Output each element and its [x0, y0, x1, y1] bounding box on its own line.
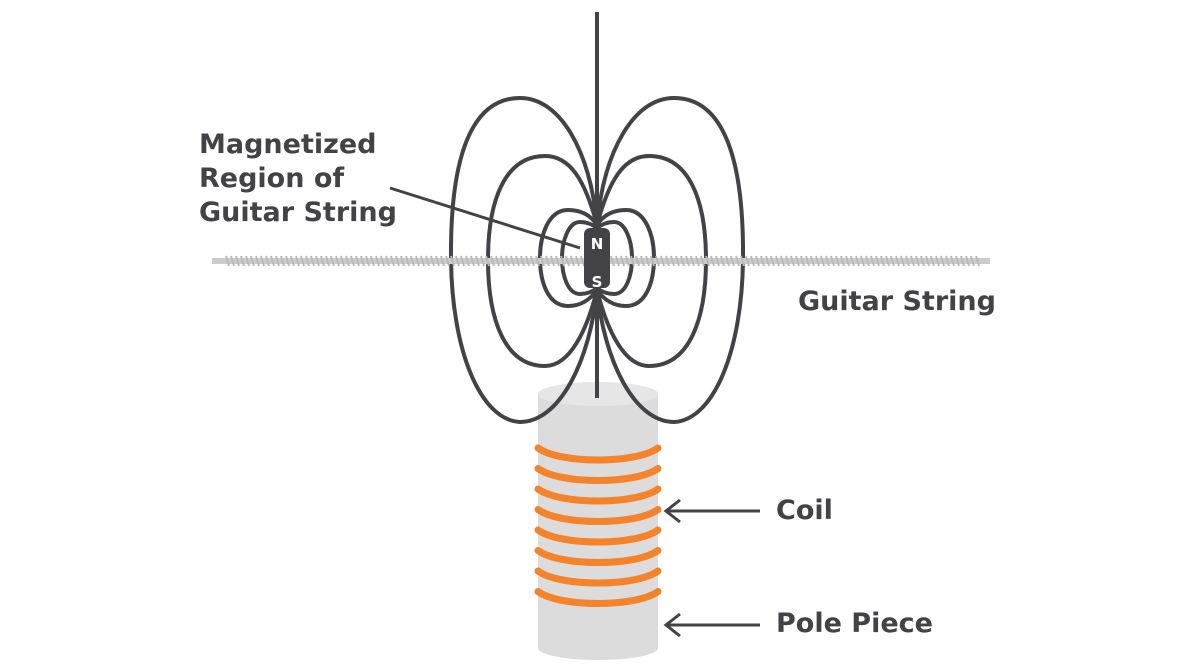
- guitar-string-label: Guitar String: [798, 286, 996, 317]
- coil-turn: [534, 485, 662, 505]
- coil-label: Coil: [776, 495, 833, 526]
- magnetized-label-line2: Region of: [199, 163, 345, 194]
- coil-turn: [534, 506, 662, 525]
- pole-piece-label: Pole Piece: [776, 608, 933, 639]
- magnetized-region: N S: [584, 228, 610, 291]
- coil-turn: [534, 547, 662, 566]
- coil-arrow: [663, 498, 760, 524]
- pole-piece-arrow: [663, 612, 760, 638]
- magnetic-field-lines: [448, 12, 746, 425]
- magnetized-label-line3: Guitar String: [199, 197, 397, 228]
- magnetized-region-label: Magnetized Region of Guitar String: [199, 128, 397, 230]
- magnetized-label-line1: Magnetized: [199, 129, 377, 160]
- coil-turn: [534, 567, 662, 587]
- magnetized-pointer-line: [389, 186, 581, 250]
- coil-turn: [534, 444, 662, 464]
- coil-turn: [534, 526, 662, 546]
- pointer-lines: [389, 186, 760, 638]
- coil-turn: [534, 465, 662, 484]
- coil-turn: [534, 588, 662, 607]
- coil: [534, 444, 662, 607]
- north-pole-label: N: [591, 235, 604, 253]
- south-pole-label: S: [592, 273, 603, 291]
